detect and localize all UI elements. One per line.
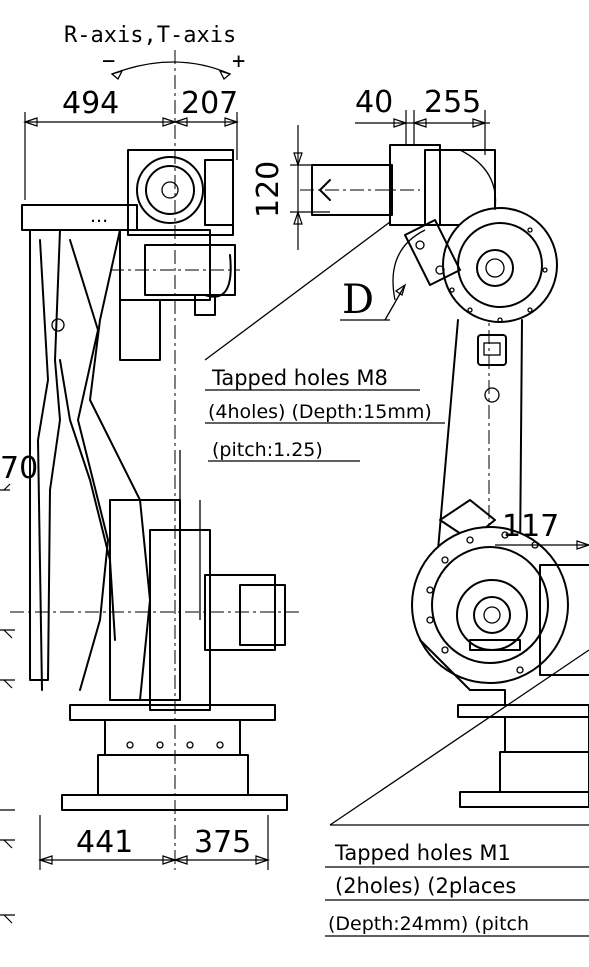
note-bottom-line2: (2holes) (2places [335,874,516,898]
axis-label: R-axis,T-axis [64,23,236,48]
note-top-line3: (pitch:1.25) [212,439,323,461]
dim-441: 441 [76,825,133,860]
dim-70: 70 [0,451,38,486]
tapped-holes-m8-note: Tapped holes M8 (4holes) (Depth:15mm) (p… [205,362,445,462]
side-lower-joint [411,526,589,706]
side-wrist [311,144,558,323]
dimension-70-partial: 70 [0,451,38,924]
dim-120: 120 [251,161,286,218]
axis-arrow-left [110,69,124,81]
dimension-441-375: 441 375 [38,815,270,870]
dim-375: 375 [194,825,251,860]
dimension-117: 117 [495,509,589,550]
dim-40: 40 [355,85,393,120]
dim-255: 255 [424,85,481,120]
top-note-leader [204,221,391,361]
axis-plus-sign: + [232,49,245,74]
side-arm [437,319,523,561]
axis-rotation-arc [111,61,231,75]
axis-arrow-right [218,69,232,81]
front-arm-body [29,229,286,711]
dim-117: 117 [502,509,559,544]
svg-text:...: ... [90,205,108,227]
dim-207: 207 [181,86,238,121]
axis-label-group: R-axis,T-axis − + [64,23,245,81]
note-bottom-line1: Tapped holes M1 [334,841,511,865]
note-top-line1: Tapped holes M8 [211,366,388,390]
detail-d-callout: D [340,229,426,323]
front-base [61,704,288,811]
front-wrist-head: ... [21,149,236,316]
dimension-494-207: 494 207 [23,86,239,200]
note-top-line2: (4holes) (Depth:15mm) [208,401,432,423]
axis-minus-sign: − [102,49,115,74]
note-bottom-line3: (Depth:24mm) (pitch [328,913,529,935]
dimension-120: 120 [251,125,330,250]
dim-494: 494 [62,86,119,121]
dimension-40-255: 40 255 [355,85,490,155]
side-base [457,704,589,808]
tapped-holes-m1-note: Tapped holes M1 (2holes) (2places (Depth… [325,830,589,950]
bottom-note-leader [329,649,589,826]
detail-label-d: D [342,277,374,323]
